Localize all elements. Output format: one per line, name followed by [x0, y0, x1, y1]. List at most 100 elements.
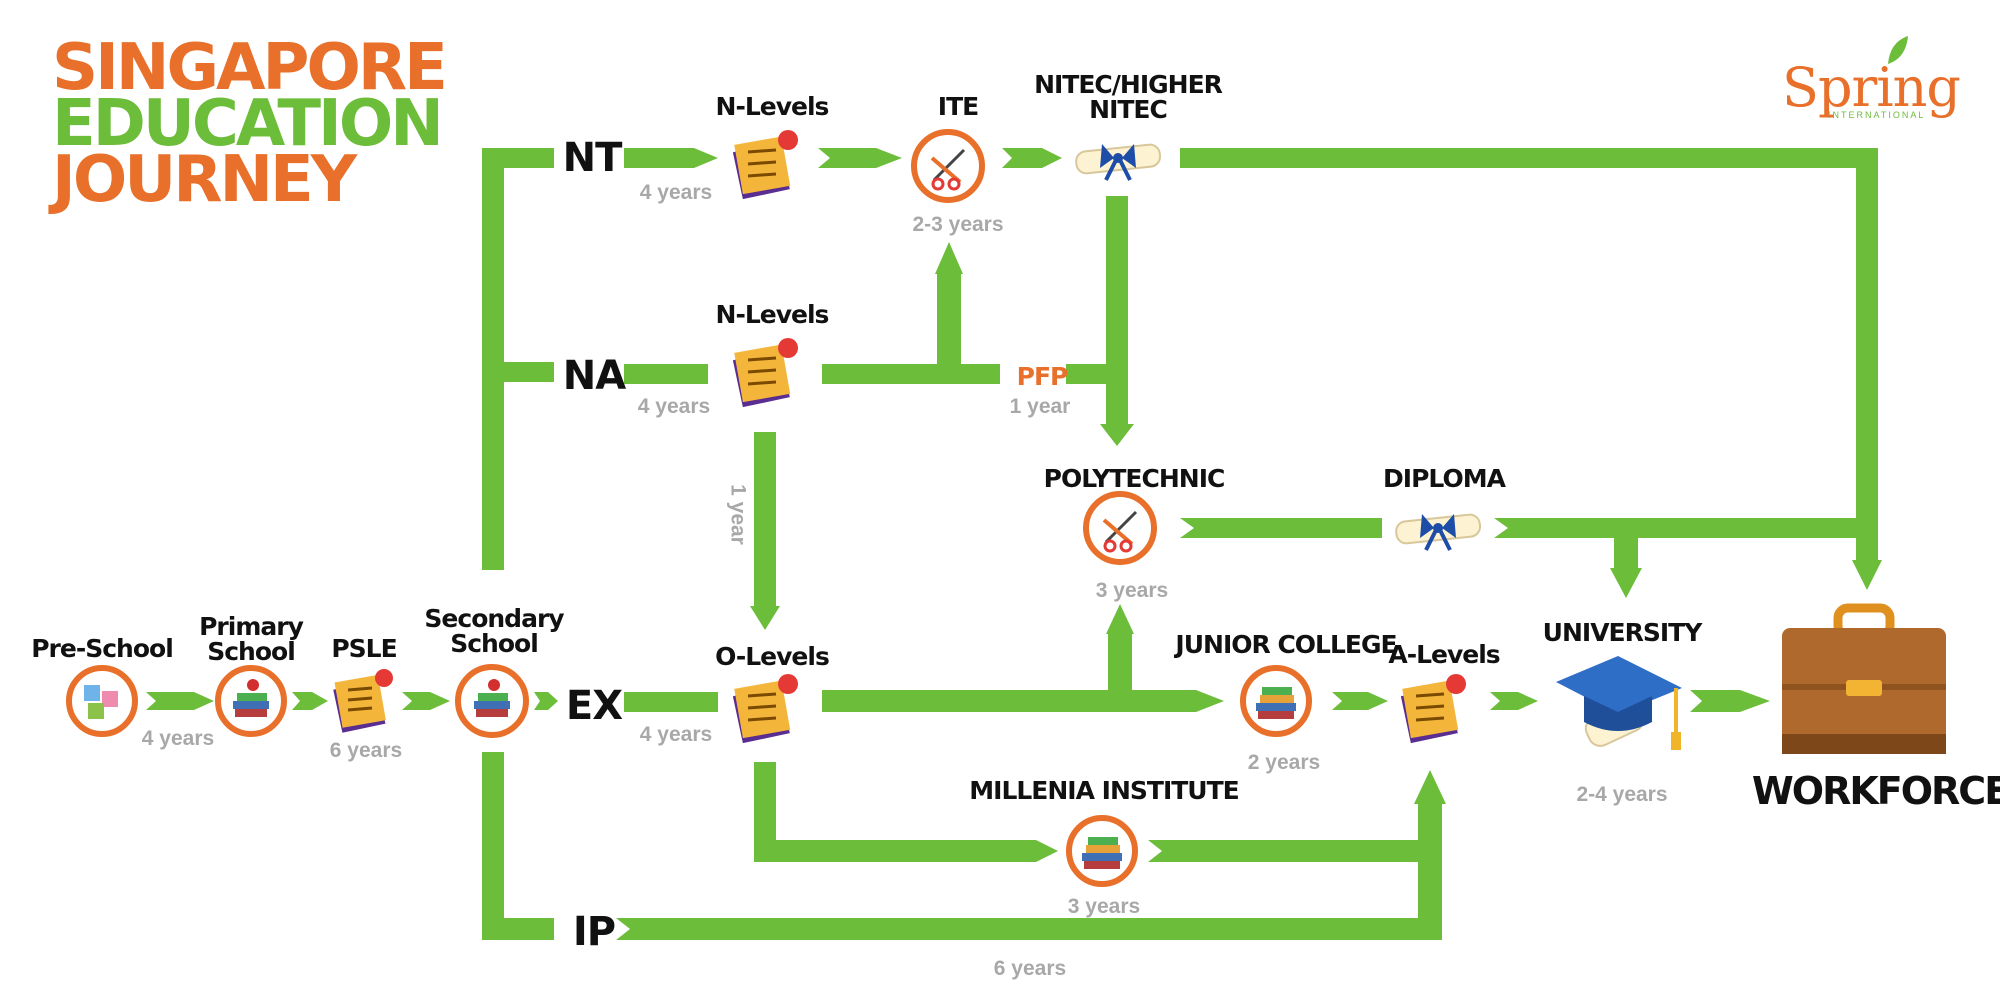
- label-preschool: Pre-School: [31, 634, 174, 663]
- exam-paper-icon: [1400, 674, 1466, 744]
- exam-paper-icon: [333, 669, 393, 733]
- flow-to-ite-up: [937, 274, 961, 374]
- book-stack-apple-icon: [455, 664, 529, 738]
- arrow-ite-nitec: [1002, 148, 1062, 168]
- duration-ite: 2-3 years: [912, 213, 1004, 236]
- label-secondary-school: Secondary School: [424, 604, 564, 658]
- arrow-millenia-to-alevels: [1148, 840, 1430, 862]
- flow-diploma-to-university: [1614, 528, 1638, 572]
- exam-paper-icon: [732, 338, 798, 408]
- arrow-primary-psle: [292, 692, 328, 710]
- arrow-secondary-ex: [534, 692, 558, 710]
- arrow-olevels-to-jc: [822, 690, 1224, 712]
- label-polytechnic: POLYTECHNIC: [1043, 464, 1226, 493]
- duration-millenia: 3 years: [1067, 895, 1141, 918]
- duration-pfp: 1 year: [1009, 395, 1071, 418]
- arrow-ip-to-alevels: [616, 918, 1442, 940]
- stream-nt: NT: [562, 135, 623, 181]
- duration-na-to-olevels: 1 year: [726, 484, 750, 545]
- arrow-up-into-ite: [935, 242, 963, 274]
- flow-workforce-right-trunk: [1856, 148, 1878, 566]
- duration-ip: 6 years: [993, 957, 1067, 980]
- arrow-diploma-to-workforce: [1494, 518, 1866, 538]
- flow-alevels-up-trunk: [1418, 800, 1442, 940]
- arrow-up-into-alevels: [1414, 770, 1446, 804]
- duration-nt: 4 years: [639, 181, 713, 204]
- arrow-into-polytechnic: [1100, 424, 1134, 446]
- arrow-preschool-primary: [146, 692, 214, 710]
- flow-olevels-to-poly: [1108, 632, 1132, 702]
- label-psle: PSLE: [331, 634, 397, 663]
- stream-ex: EX: [565, 683, 623, 729]
- exam-paper-icon: [732, 674, 798, 744]
- arrow-alevels-to-university: [1490, 692, 1538, 710]
- flow-pfp-to-poly: [1066, 364, 1128, 384]
- arrow-nt-nlevels: [624, 148, 718, 168]
- flow-olevels-down: [754, 762, 776, 862]
- arrow-into-olevels: [750, 606, 780, 630]
- arrow-into-workforce-top: [1852, 560, 1882, 590]
- spring-logo: Spring: [1782, 56, 1961, 119]
- briefcase-icon: [1782, 603, 1946, 754]
- label-pfp: PFP: [1016, 362, 1069, 391]
- exam-paper-icon: [732, 130, 798, 200]
- flow-secondary-trunk-up: [482, 148, 504, 570]
- label-millenia-institute: MILLENIA INSTITUTE: [969, 776, 1239, 805]
- duration-junior-college: 2 years: [1247, 751, 1321, 774]
- book-stack-apple-icon: [215, 665, 287, 737]
- stream-na: NA: [562, 353, 626, 399]
- duration-university: 2-4 years: [1576, 783, 1668, 806]
- spring-logo-leaf-icon: [1888, 36, 1908, 64]
- label-junior-college: JUNIOR COLLEGE: [1175, 630, 1397, 659]
- flow-to-nt: [482, 148, 554, 168]
- arrow-jc-to-alevels: [1332, 692, 1388, 710]
- flow-nitec-down: [1106, 196, 1128, 428]
- book-stack-icon: [1066, 815, 1138, 887]
- page-title: SINGAPORE EDUCATION JOURNEY: [52, 31, 448, 217]
- arrow-university-to-workforce: [1690, 690, 1770, 712]
- label-alevels: A-Levels: [1388, 640, 1500, 669]
- label-nlevels-na: N-Levels: [715, 300, 830, 329]
- diploma-scroll-icon: [1075, 143, 1162, 181]
- flow-to-na: [504, 362, 554, 382]
- title-line-2: EDUCATION: [52, 87, 444, 161]
- flow-nitec-to-workforce-top: [1180, 148, 1878, 168]
- label-primary-school: Primary School: [199, 612, 304, 666]
- craft-tools-icon: [1083, 491, 1157, 565]
- label-nitec: NITEC/HIGHER NITEC: [1034, 70, 1223, 124]
- flow-na-to-nlevels: [624, 364, 708, 384]
- duration-ex: 4 years: [639, 723, 713, 746]
- duration-polytechnic: 3 years: [1095, 579, 1169, 602]
- duration-na: 4 years: [637, 395, 711, 418]
- title-line-3: JOURNEY: [52, 143, 357, 217]
- label-olevels: O-Levels: [715, 642, 830, 671]
- flow-paths: [146, 148, 1882, 940]
- duration-preschool-primary: 4 years: [141, 727, 215, 750]
- arrow-to-millenia: [754, 840, 1058, 862]
- flow-secondary-trunk-down: [482, 752, 504, 940]
- label-ite: ITE: [937, 92, 979, 121]
- flow-na-to-olevels: [754, 432, 776, 612]
- flow-ex-to-olevels: [624, 692, 718, 712]
- flow-nlevels-na-to-pfp: [822, 364, 1000, 384]
- craft-tools-icon: [911, 129, 985, 203]
- toy-blocks-icon: [66, 665, 138, 737]
- arrow-poly-to-diploma: [1180, 518, 1382, 538]
- arrow-psle-secondary: [402, 692, 450, 710]
- title-line-1: SINGAPORE: [52, 31, 448, 105]
- diploma-scroll-icon: [1395, 513, 1482, 551]
- duration-psle: 6 years: [329, 739, 403, 762]
- spring-logo-subtitle: INTERNATIONAL: [1828, 110, 1926, 120]
- arrow-nlevels-ite: [818, 148, 902, 168]
- graduation-cap-icon: [1556, 656, 1682, 750]
- book-stack-icon: [1240, 665, 1312, 737]
- flow-to-ip: [482, 918, 554, 940]
- label-workforce: WORKFORCE: [1751, 769, 2000, 813]
- label-nlevels-nt: N-Levels: [715, 92, 830, 121]
- arrow-up-into-polytechnic: [1106, 604, 1134, 634]
- stream-ip: IP: [572, 909, 616, 955]
- label-diploma: DIPLOMA: [1383, 464, 1506, 493]
- arrow-into-university: [1610, 568, 1642, 598]
- label-university: UNIVERSITY: [1542, 618, 1703, 647]
